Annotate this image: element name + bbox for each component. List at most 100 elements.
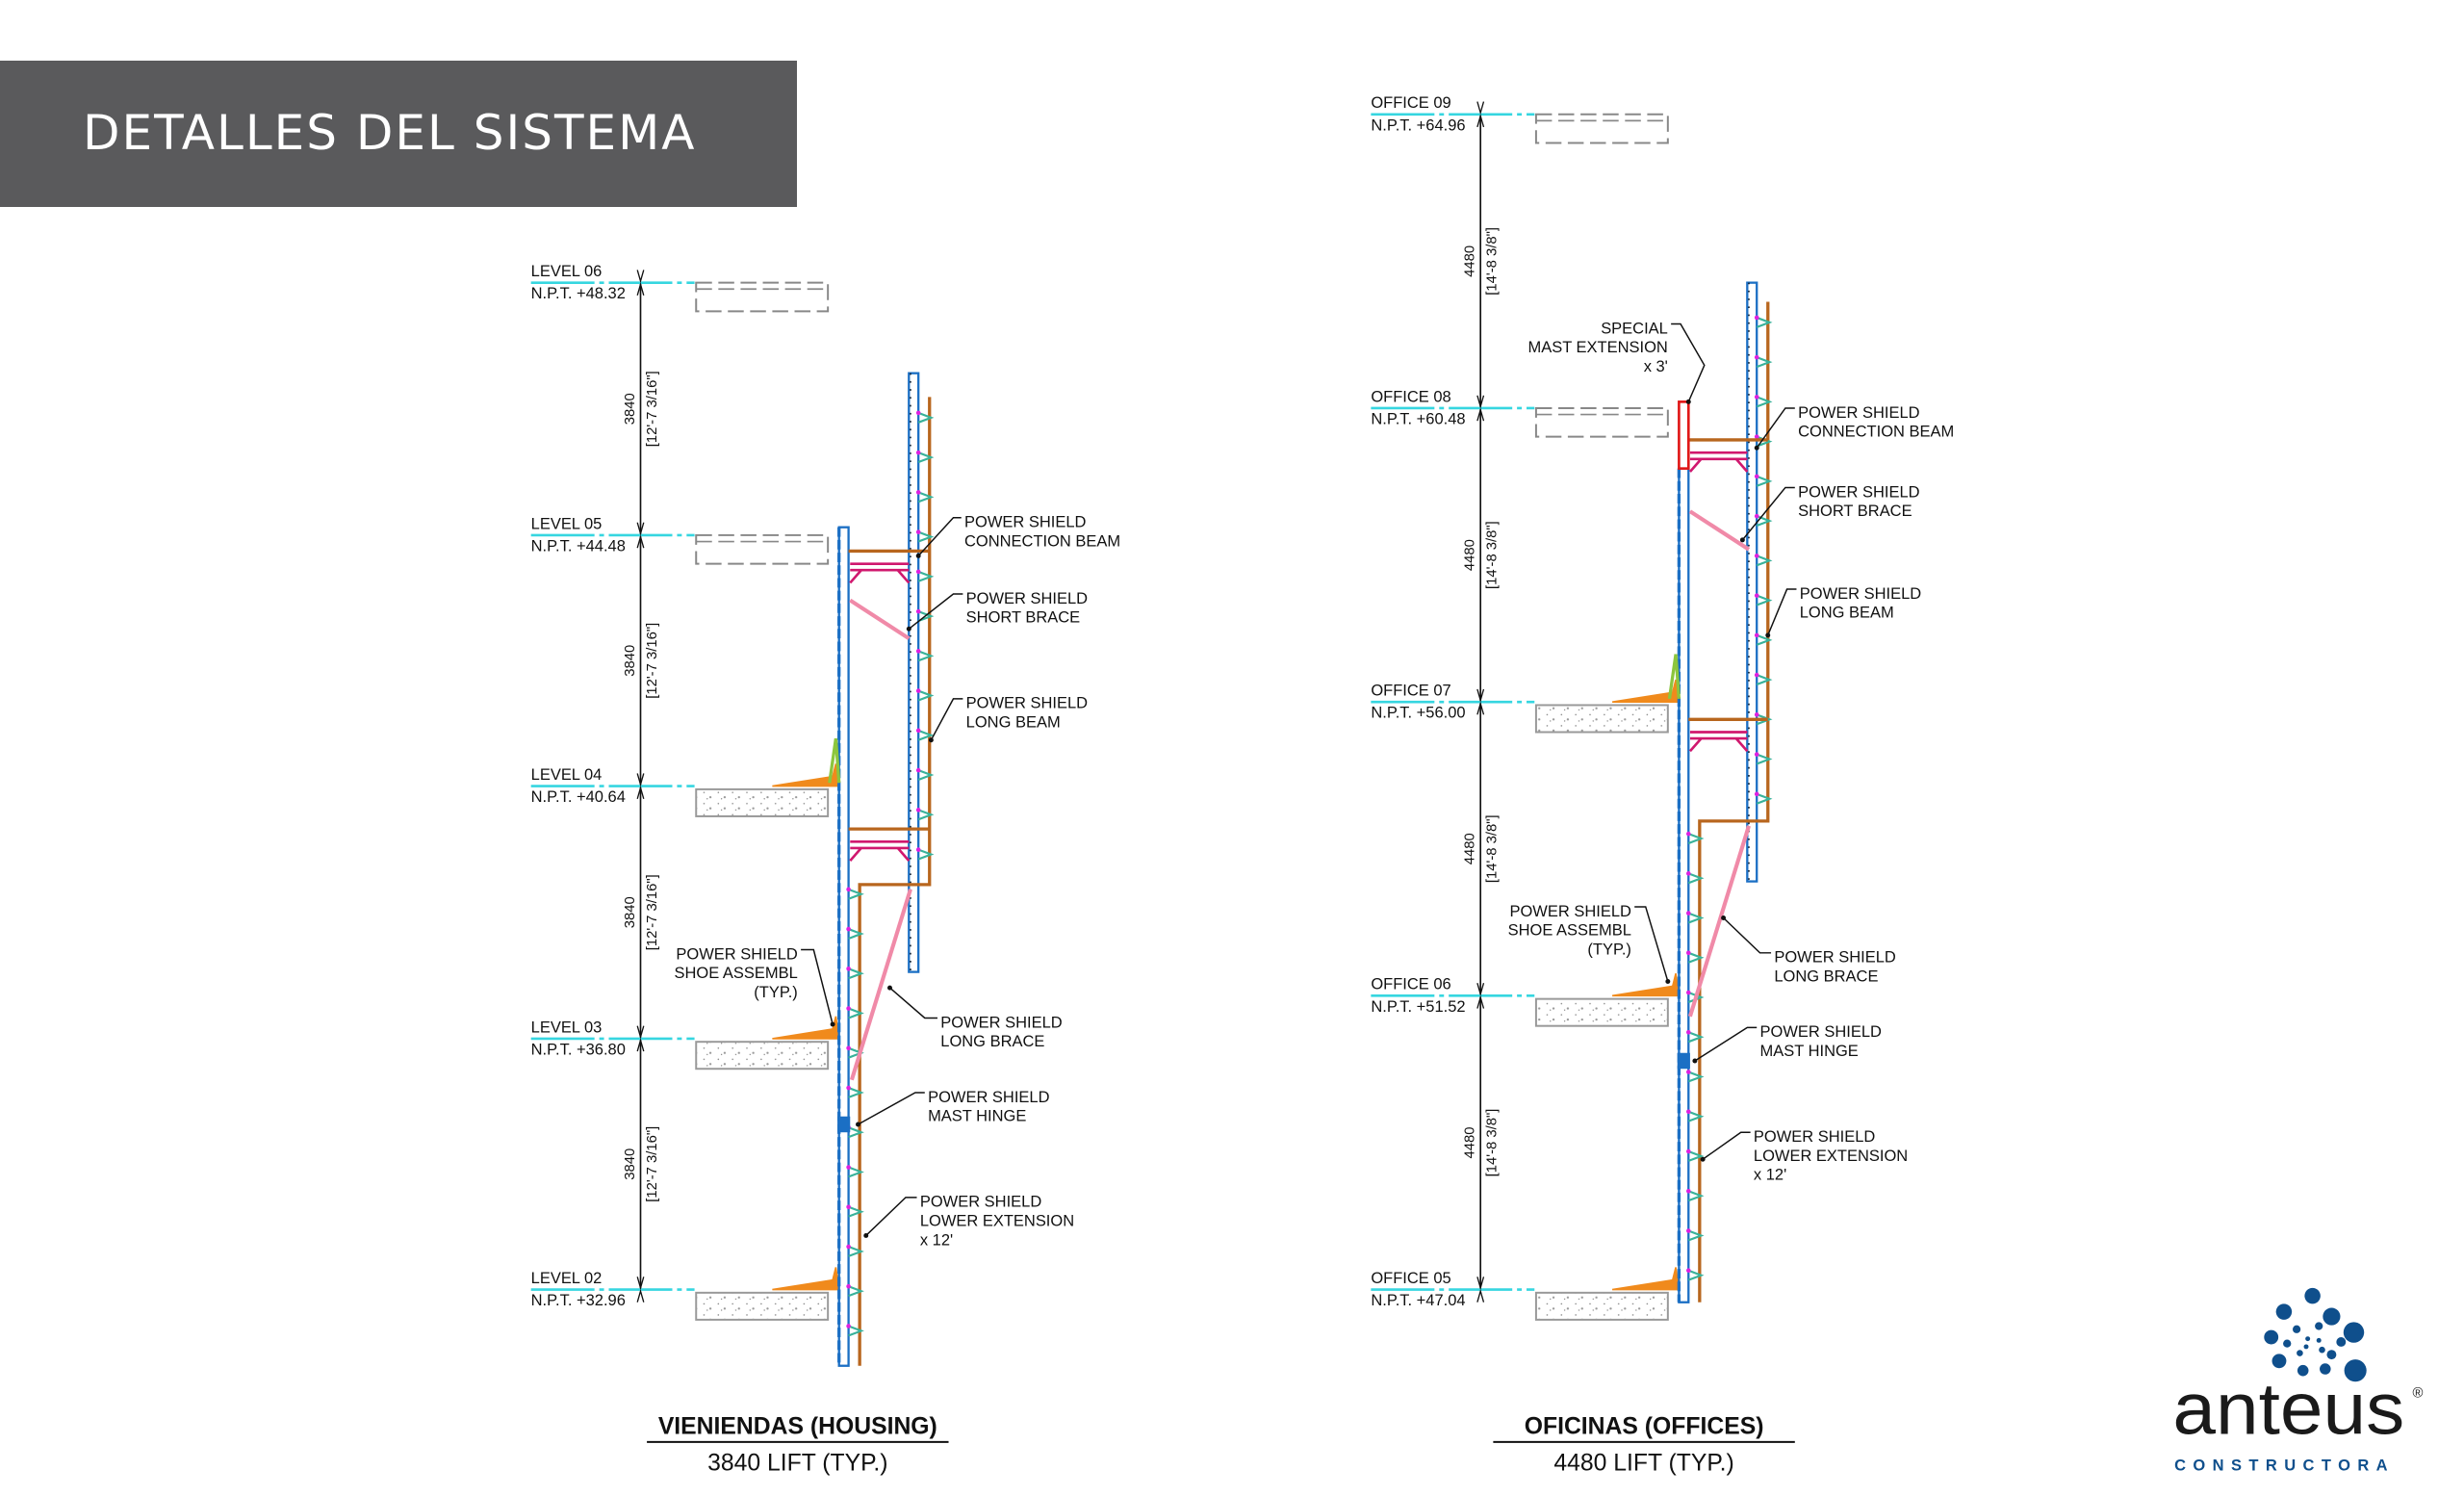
leader-line xyxy=(908,593,963,630)
level-name: OFFICE 07 xyxy=(1371,683,1450,700)
callout-label: LONG BRACE xyxy=(1774,968,1878,986)
level-name: LEVEL 03 xyxy=(531,1019,603,1036)
leader-line xyxy=(865,1197,917,1236)
pin xyxy=(1685,950,1691,956)
clamp xyxy=(848,928,864,940)
panel-title: OFICINAS (OFFICES) xyxy=(1525,1414,1764,1440)
pin xyxy=(846,1204,851,1210)
pin xyxy=(915,410,921,416)
leader-arrow xyxy=(1700,1156,1706,1162)
upper-mast xyxy=(1746,281,1758,883)
clamp xyxy=(848,1245,864,1257)
pin xyxy=(1754,513,1759,519)
pin xyxy=(846,1324,851,1328)
dimension-arrow xyxy=(1476,101,1485,128)
pin xyxy=(915,728,921,734)
upper-mast xyxy=(908,372,920,973)
dimension-mm: 3840 xyxy=(623,393,638,425)
callout-label: POWER SHIELD xyxy=(966,695,1088,712)
callout-label: x 12' xyxy=(920,1231,953,1249)
pin xyxy=(1754,474,1759,479)
pin xyxy=(846,887,851,892)
level-name: LEVEL 04 xyxy=(531,766,603,784)
pin xyxy=(846,1085,851,1091)
leader-line xyxy=(1702,1131,1751,1160)
pin xyxy=(1754,354,1759,360)
pin xyxy=(1685,1268,1691,1274)
pin xyxy=(915,767,921,773)
level-elevation: N.P.T. +44.48 xyxy=(531,537,626,555)
mast-hinge xyxy=(1677,1052,1690,1070)
leader-arrow xyxy=(928,737,934,743)
callout-label: SHOE ASSEMBL xyxy=(675,965,798,982)
clamp xyxy=(1756,555,1773,567)
concrete-slab xyxy=(695,787,830,817)
clamp xyxy=(1756,475,1773,487)
dimension-mm: 4480 xyxy=(1463,1126,1478,1158)
level-name: LEVEL 02 xyxy=(531,1270,603,1287)
logo-dot xyxy=(2292,1325,2301,1333)
connection-frame xyxy=(849,840,911,862)
dimension-arrow xyxy=(1476,1277,1485,1303)
level-elevation: N.P.T. +48.32 xyxy=(531,285,626,302)
logo-dot xyxy=(2297,1350,2303,1356)
future-slab-outline xyxy=(695,533,830,565)
callout-label: POWER SHIELD xyxy=(920,1194,1041,1211)
pin xyxy=(915,450,921,455)
leader-arrow xyxy=(906,626,911,632)
callout-label: LOWER EXTENSION xyxy=(1754,1148,1908,1165)
logo-dot xyxy=(2264,1329,2279,1345)
leader-arrow xyxy=(915,553,921,558)
guard-rail xyxy=(1667,654,1681,700)
pin xyxy=(915,529,921,534)
logo-dot xyxy=(2304,1287,2321,1304)
pin xyxy=(915,490,921,495)
shoe-assembly xyxy=(772,1016,840,1040)
leader-line xyxy=(858,1092,925,1125)
callout-label: x 3' xyxy=(1644,358,1668,375)
panel-title: VIENIENDAS (HOUSING) xyxy=(658,1414,937,1440)
pin xyxy=(1685,831,1691,837)
leader-arrow xyxy=(1765,632,1771,638)
callout-label: POWER SHIELD xyxy=(966,590,1088,607)
logo-dot xyxy=(2303,1344,2309,1350)
leader-line xyxy=(801,948,834,1025)
logo-dot xyxy=(2315,1322,2323,1330)
clamp xyxy=(1687,1269,1705,1281)
logo-dot xyxy=(2344,1359,2367,1382)
clamp xyxy=(917,411,935,424)
short-brace xyxy=(1688,509,1751,552)
logo-dot xyxy=(2343,1322,2365,1343)
leader-arrow xyxy=(1754,445,1759,451)
dimension-imperial: [14'-8 3/8"] xyxy=(1485,1109,1501,1177)
pin xyxy=(1754,554,1759,558)
leader-arrow xyxy=(887,985,892,991)
clamp xyxy=(1687,1229,1705,1242)
clamp xyxy=(917,570,935,582)
pin xyxy=(1754,315,1759,321)
logo-dot xyxy=(2305,1336,2311,1342)
callout-label: POWER SHIELD xyxy=(1800,585,1921,603)
leader-line xyxy=(930,698,963,741)
clamp xyxy=(1756,356,1773,369)
dimension-mm: 4480 xyxy=(1463,539,1478,571)
leader-arrow xyxy=(856,1122,860,1127)
dimension-mm: 3840 xyxy=(623,896,638,928)
registered-mark: ® xyxy=(2413,1386,2424,1402)
dimension-arrow xyxy=(1476,688,1485,715)
leader-line xyxy=(1756,407,1795,449)
level-name: OFFICE 09 xyxy=(1371,94,1450,112)
leader-arrow xyxy=(1739,537,1745,543)
clamp xyxy=(917,530,935,543)
callout-label: MAST EXTENSION xyxy=(1527,339,1667,356)
dimension-arrow xyxy=(1476,395,1485,422)
clamp xyxy=(848,1166,864,1178)
shoe-assembly xyxy=(1611,973,1681,997)
pin xyxy=(915,688,921,693)
callout-label: POWER SHIELD xyxy=(964,514,1086,531)
clamp xyxy=(1756,396,1773,408)
callout-label: POWER SHIELD xyxy=(1754,1128,1875,1146)
pin xyxy=(846,1006,851,1011)
dimension-mm: 4480 xyxy=(1463,833,1478,864)
clamp xyxy=(917,491,935,503)
